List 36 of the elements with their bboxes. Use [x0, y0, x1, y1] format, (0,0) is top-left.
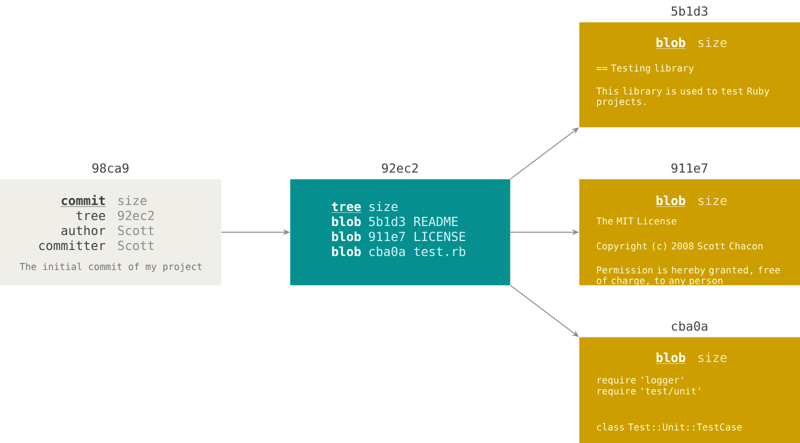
- field-name: blob: [656, 38, 686, 49]
- object-id: 98ca9: [92, 163, 128, 173]
- field-value: size: [698, 196, 727, 206]
- field-name: author: [61, 226, 106, 236]
- field-name: tree: [331, 202, 362, 213]
- object-id: 911e7: [671, 163, 708, 173]
- object-id: 5b1d3: [672, 6, 708, 16]
- field-name: tree: [76, 211, 106, 220]
- content-text: require 'logger': [598, 376, 683, 386]
- field-name: blob: [332, 246, 361, 256]
- content-text: class Test::Unit::TestCase: [597, 423, 742, 431]
- field-value: 5b1d3 README: [369, 216, 458, 226]
- field-name: blob: [332, 232, 361, 242]
- content-text: require 'test/unit': [598, 387, 700, 396]
- content-text: The MIT License: [596, 217, 676, 225]
- field-name: committer: [39, 240, 106, 250]
- field-value: size: [698, 352, 727, 362]
- field-value: Scott: [118, 240, 154, 250]
- content-text: Permission is hereby granted, free of charge, to any person: [596, 266, 780, 286]
- field-value: 92ec2: [118, 210, 154, 220]
- field-value: cba0a test.rb: [369, 246, 466, 256]
- object-id: 92ec2: [382, 163, 418, 173]
- field-name: blob: [332, 216, 361, 226]
- object-id: cba0a: [672, 321, 708, 331]
- field-value: size: [370, 202, 398, 212]
- field-name: blob: [656, 352, 686, 364]
- field-name: commit: [60, 194, 106, 207]
- field-value: 911e7 LICENSE: [368, 232, 466, 242]
- field-name: blob: [656, 196, 686, 207]
- content-text: Copyright (c) 2008 Scott Chacon: [596, 242, 762, 252]
- description-text: The initial commit of my project: [20, 262, 202, 272]
- field-value: size: [698, 38, 727, 48]
- content-text: This library is used to test Ruby projects.: [596, 87, 770, 107]
- field-value: size: [118, 196, 147, 206]
- field-value: Scott: [118, 226, 154, 236]
- content-text: == Testing library: [596, 64, 694, 74]
